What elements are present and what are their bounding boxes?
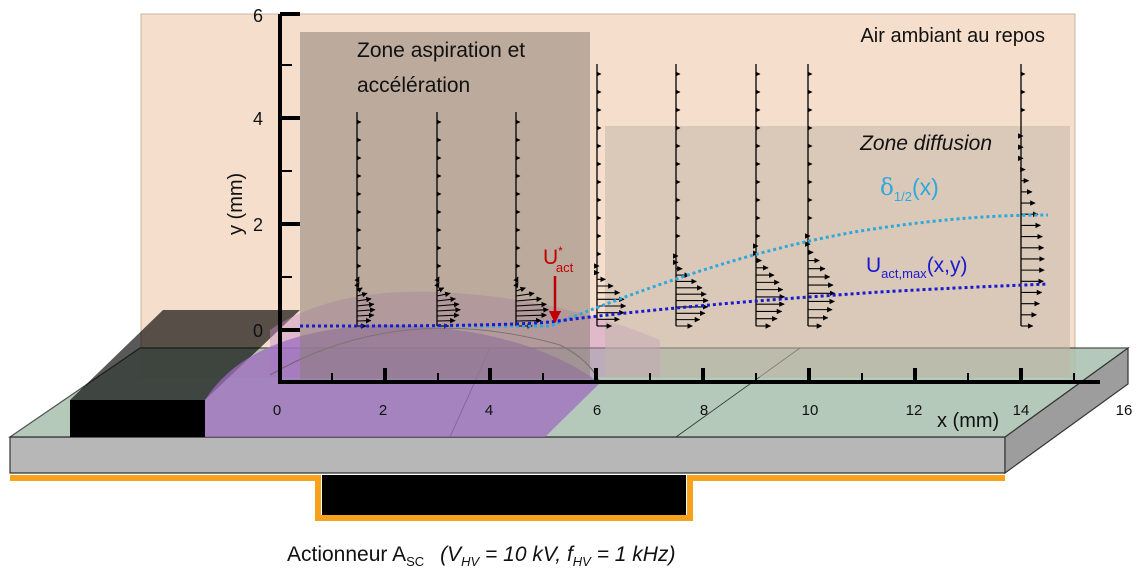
umax-main: U [866,254,881,277]
axes [278,12,1100,384]
caption-sub: SC [406,554,424,569]
caption-params-open: (V [440,543,463,566]
u-act-main: U [543,246,558,269]
velocity-vector-arrow [436,312,460,319]
diffusion-zone-label: Zone diffusion [859,132,992,155]
umax-label: Uact,max(x,y) [866,254,968,281]
x-tick-label: 4 [485,402,493,419]
velocity-profiles [354,64,1045,329]
u-act-label: U* act [543,244,574,275]
x-tick-label: 0 [273,402,281,419]
velocity-vector-arrow [515,291,535,297]
ambient-air-label: Air ambiant au repos [860,25,1045,47]
y-tick-label: 2 [253,215,263,235]
u-act-sup: * [558,244,563,258]
umax-curve [299,282,1049,328]
velocity-vector-arrow [436,291,451,298]
caption-vhv-sub: HV [461,554,480,569]
caption-fhv-sub: HV [573,554,592,569]
y-tick-label: 4 [253,109,263,129]
velocity-vector-arrow [515,286,526,293]
umax-sub: act,max [881,266,927,281]
velocity-vector-arrow [356,302,375,308]
velocity-vector-arrow [356,291,368,298]
velocity-vector-arrow [356,307,376,313]
delta-half-curve [300,213,1049,328]
delta-tail: (x) [912,174,939,200]
x-tick-label: 16 [1116,402,1133,419]
caption-text: Actionneur A [287,543,406,566]
x-major-ticks [383,368,1023,382]
velocity-vector-arrow [354,276,360,283]
x-tick-label: 10 [802,402,819,419]
diffusion-zone-box [605,126,1070,377]
buried-electrode [322,475,686,515]
y-major-ticks [280,116,300,332]
umax-tail: (x,y) [927,254,968,277]
delta-half-label: δ1/2(x) [880,174,939,204]
delta-sub: 1/2 [894,189,912,204]
buried-electrode-outline [10,475,1005,521]
velocity-vector-arrow [434,276,440,283]
velocity-vector-arrow [436,301,460,308]
velocity-vector-arrow [515,307,549,313]
x-minor-ticks [331,373,1075,382]
y-axis-label: y (mm) [225,173,247,235]
aspiration-zone-label-1: Zone aspiration et [357,39,525,62]
x-tick-label: 14 [1013,402,1030,419]
velocity-vector-arrow [513,276,519,283]
x-tick-labels: 0 2 4 6 8 10 12 14 16 [273,402,1133,419]
delta-main: δ [880,175,894,201]
y-tick-label: 6 [253,6,263,26]
velocity-vector-arrow [356,312,375,319]
x-tick-label: 2 [379,402,387,419]
caption: Actionneur ASC(VHV = 10 kV, fHV = 1 kHz) [287,543,675,569]
u-act-sub: act [556,260,574,275]
y-minor-ticks [280,64,292,278]
exposed-electrode-top [70,310,300,400]
velocity-vector-arrow [434,281,440,289]
velocity-vector-arrow [515,312,548,319]
velocity-vector-arrow [515,301,547,308]
velocity-vector-arrow [356,287,363,293]
velocity-vector-arrow [436,296,456,303]
exposed-electrode [70,400,205,437]
velocity-vector-arrow [513,281,519,289]
y-tick-labels: 0 2 4 6 [253,6,263,341]
velocity-vector-arrow [354,281,360,289]
velocity-vector-arrow [436,287,445,293]
aspiration-zone-label-2: accélération [357,74,470,97]
caption-vhv-val: = 10 kV, f [479,543,575,566]
y-tick-label: 0 [253,321,263,341]
plate-front-face [9,436,1006,474]
caption-fhv-val: = 1 kHz) [591,543,676,566]
velocity-vector-arrow [515,296,542,302]
x-tick-label: 8 [700,402,708,419]
velocity-vector-arrow [436,307,461,313]
x-tick-label: 6 [593,402,601,419]
x-tick-label: 12 [906,402,923,419]
x-axis-label: x (mm) [937,410,999,432]
velocity-vector-arrow [356,296,372,303]
